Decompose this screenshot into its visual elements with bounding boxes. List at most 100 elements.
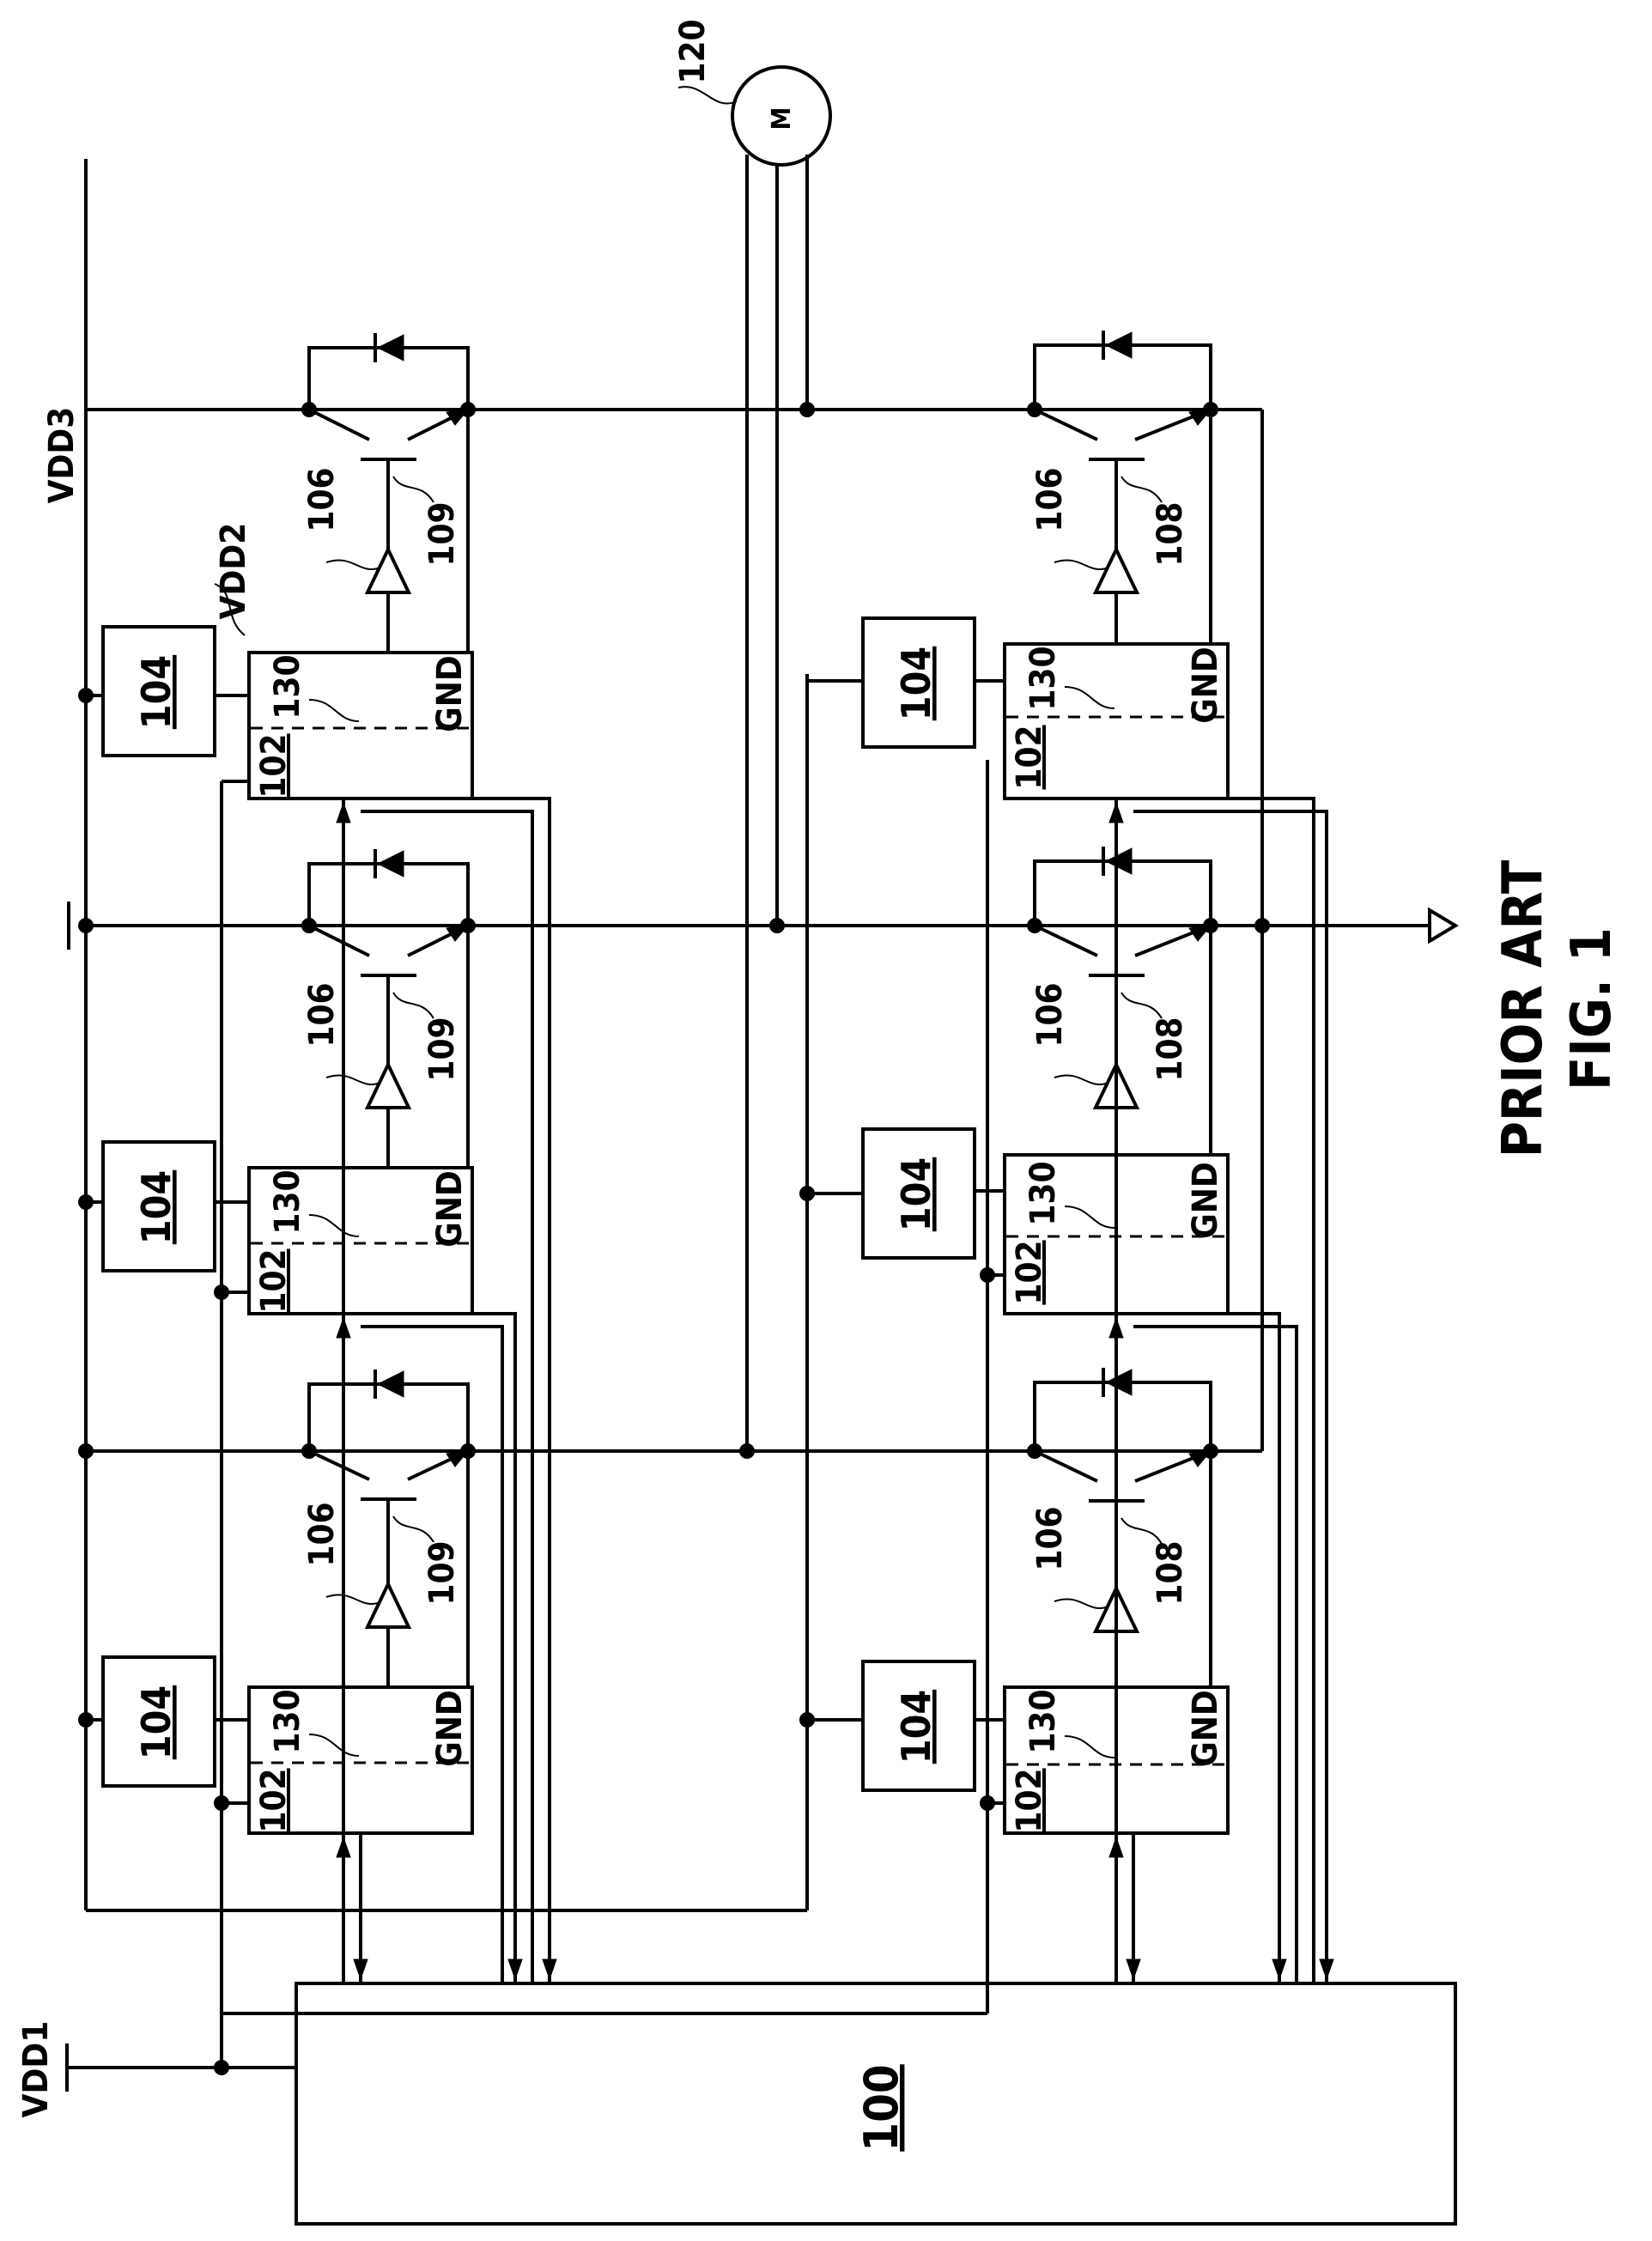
junction-dot	[801, 1187, 813, 1199]
vdd3-label: VDD3	[42, 407, 82, 504]
junction-dot	[80, 920, 92, 932]
buffer-label: 106	[1030, 467, 1070, 531]
junction-dot	[981, 1797, 993, 1809]
junction-dot	[303, 1445, 315, 1457]
controller-label: 100	[854, 2064, 908, 2151]
diode-loop	[1035, 345, 1211, 410]
gate-label: 109	[422, 1017, 462, 1081]
junction-dot	[303, 920, 315, 932]
collector	[309, 410, 369, 440]
gate-label: 109	[422, 1540, 462, 1605]
isolation-leader	[1065, 1206, 1114, 1228]
collector	[309, 926, 369, 956]
supply-label: 104	[893, 1157, 939, 1231]
junction-dot	[1029, 404, 1041, 416]
figure-number: FIG. 1	[1560, 927, 1624, 1090]
supply-label: 104	[133, 1170, 179, 1244]
junction-dot	[1029, 920, 1041, 932]
buffer-label: 106	[302, 982, 342, 1047]
junction-dot	[80, 1196, 92, 1208]
buffer-leader	[1054, 1599, 1106, 1608]
bus-l-ret-4	[1133, 1327, 1297, 1983]
isolation-label: 130	[1023, 1161, 1063, 1225]
isolation-label: 130	[1023, 646, 1063, 710]
isolation-label: 130	[268, 1169, 307, 1234]
junction-dot	[303, 404, 315, 416]
buffer-leader	[326, 1075, 378, 1084]
arrow	[1109, 803, 1123, 823]
gnd-label: GND	[1186, 1690, 1225, 1767]
gate-leader	[393, 477, 434, 502]
arrow	[337, 803, 350, 823]
junction-dot	[1205, 920, 1217, 932]
isolation-label: 130	[1023, 1689, 1063, 1753]
bus-u-ret-4	[361, 1327, 502, 1983]
isolation-label: 130	[268, 654, 307, 719]
diode	[378, 335, 404, 361]
junction-dot	[801, 404, 813, 416]
driver-label: 102	[1010, 725, 1049, 789]
supply-label: 104	[133, 1685, 179, 1759]
buffer	[367, 1065, 409, 1108]
labels: 100 VDD1 VDD3 VDD2 120 M 104 102 130 GND…	[16, 19, 1624, 2151]
arrow	[1272, 1959, 1286, 1979]
junction-dot	[1205, 1445, 1217, 1457]
diode	[378, 1371, 404, 1397]
buffer-label: 106	[1030, 1506, 1070, 1570]
driver-label: 102	[1010, 1768, 1049, 1832]
driver-label: 102	[254, 1248, 294, 1313]
arrow	[337, 1318, 350, 1338]
junction-dot	[1029, 1445, 1041, 1457]
isolation-leader	[1065, 687, 1114, 708]
junction-dot	[80, 1445, 92, 1457]
buffer-leader	[326, 1594, 378, 1604]
junction-dot	[1256, 920, 1268, 932]
upper-stage-3	[86, 1370, 472, 1833]
motor-ref-label: 120	[673, 19, 713, 83]
diode	[378, 851, 404, 877]
vdd2-label: VDD2	[214, 523, 253, 620]
junction-dot	[462, 920, 474, 932]
diode-loop	[1035, 1382, 1211, 1451]
arrow	[1127, 1959, 1140, 1979]
junction-dot	[216, 2062, 228, 2074]
collector	[309, 1451, 369, 1479]
diode	[1106, 332, 1132, 358]
gate-label: 109	[422, 501, 462, 566]
isolation-label: 130	[268, 1689, 307, 1753]
vdd1-label: VDD1	[16, 2021, 56, 2118]
buffer-leader	[1054, 560, 1106, 569]
junction-dot	[1205, 404, 1217, 416]
buffer-leader	[1054, 1075, 1106, 1084]
junction-dot	[741, 1445, 753, 1457]
junction-dot	[80, 1714, 92, 1726]
supply-label: 104	[893, 1690, 939, 1764]
gate-leader	[1121, 993, 1162, 1018]
ground-arrow	[1430, 910, 1455, 941]
gnd-label: GND	[430, 655, 470, 732]
junction-dot	[216, 1286, 228, 1298]
gate-leader	[393, 1516, 434, 1542]
gate-leader	[1121, 1518, 1162, 1544]
gnd-label: GND	[1186, 1162, 1225, 1239]
arrow	[337, 1837, 350, 1857]
signal-buses	[343, 799, 1327, 1983]
supply-label: 104	[133, 655, 179, 729]
buffer	[367, 550, 409, 592]
junction-dot	[216, 1797, 228, 1809]
isolation-leader	[309, 1734, 359, 1756]
diode-loop	[309, 1384, 468, 1451]
driver-label: 102	[254, 1768, 294, 1832]
gnd-label: GND	[1186, 647, 1225, 724]
gate-leader	[1121, 477, 1162, 502]
gate-label: 108	[1151, 1540, 1190, 1605]
buffer-label: 106	[302, 1502, 342, 1566]
arrow	[543, 1959, 556, 1979]
supply-label: 104	[893, 647, 939, 720]
bus-u-ret-2	[361, 1314, 515, 1983]
arrow	[1109, 1318, 1123, 1338]
buffer	[367, 1584, 409, 1627]
junction-dot	[981, 1269, 993, 1281]
diode-loop	[309, 348, 468, 410]
arrow	[1109, 1837, 1123, 1857]
